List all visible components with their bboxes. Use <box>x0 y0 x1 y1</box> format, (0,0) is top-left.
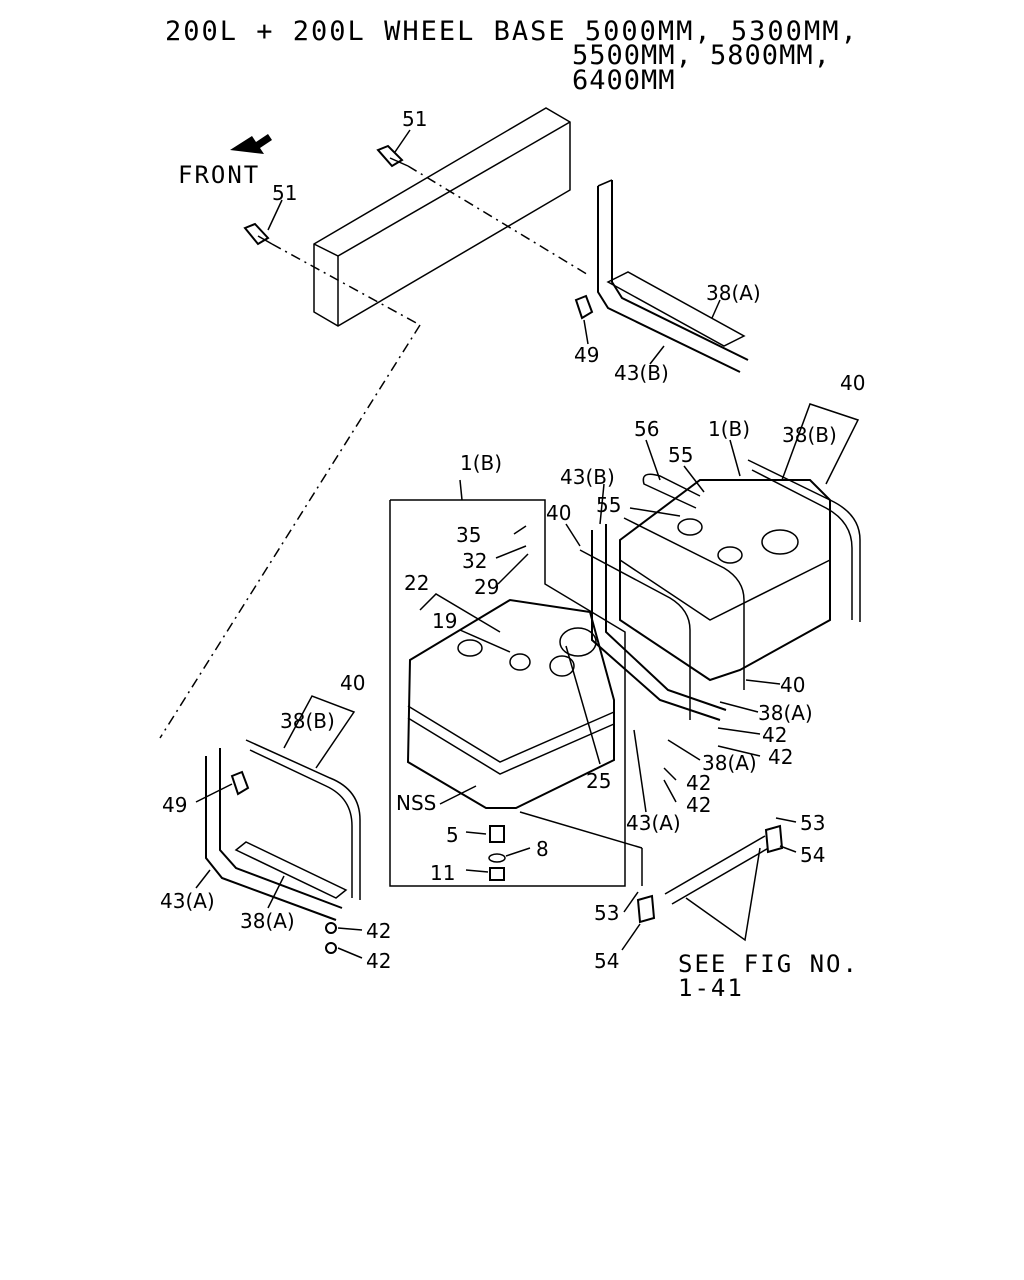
bracket-43B-top <box>597 179 749 373</box>
title-line-1: 200L + 200L WHEEL BASE 5000MM, 5300MM, <box>165 16 859 47</box>
callout-19: 19 <box>432 609 457 633</box>
callout-43B-top: 43(B) <box>614 361 669 385</box>
strap-40-right <box>747 459 861 622</box>
tank-detail-box <box>389 499 626 887</box>
bolt-path-top <box>407 165 591 277</box>
nut-42f <box>325 942 337 954</box>
drain-plug-5 <box>488 825 506 881</box>
callout-5: 5 <box>446 823 459 847</box>
callout-40-mid: 40 <box>546 501 571 525</box>
callout-38A-r2: 38(A) <box>758 701 813 725</box>
callout-42c: 42 <box>686 771 711 795</box>
frame-rail <box>313 107 571 327</box>
callout-38A-left: 38(A) <box>240 909 295 933</box>
callout-38A-r3: 38(A) <box>702 751 757 775</box>
leader-lines <box>195 129 860 959</box>
fuel-line <box>636 824 784 924</box>
callout-42f: 42 <box>366 949 391 973</box>
callout-51-left: 51 <box>272 181 297 205</box>
strap-40-mid <box>579 517 745 720</box>
bolt-path-left <box>271 243 421 326</box>
strap-40-left <box>245 739 361 900</box>
callout-43A-mid: 43(A) <box>626 811 681 835</box>
see-fig-line-2: 1-41 <box>678 974 744 1002</box>
title-line-2: 5500MM, 5800MM, <box>572 40 831 71</box>
bracket-43A-left <box>205 748 348 921</box>
callout-42d: 42 <box>686 793 711 817</box>
callout-43B-mid: 43(B) <box>560 465 615 489</box>
title-line-3: 6400MM <box>572 65 676 96</box>
callout-56: 56 <box>634 417 659 441</box>
callout-32: 32 <box>462 549 487 573</box>
see-fig-line-1: SEE FIG NO. <box>678 950 859 978</box>
callout-49-top: 49 <box>574 343 599 367</box>
callout-NSS: NSS <box>396 791 436 815</box>
callout-8: 8 <box>536 837 549 861</box>
callout-1B-right: 1(B) <box>708 417 750 441</box>
callout-53b: 53 <box>594 901 619 925</box>
callout-55a: 55 <box>668 443 693 467</box>
front-arrow-icon <box>230 134 272 154</box>
see-fig-pointer <box>685 847 761 942</box>
nut-42e <box>325 922 337 934</box>
callout-40-left: 40 <box>340 671 365 695</box>
callout-53a: 53 <box>800 811 825 835</box>
callout-54a: 54 <box>800 843 825 867</box>
callout-42b: 42 <box>768 745 793 769</box>
drain-to-fitting-line <box>519 811 643 849</box>
callout-38A-top: 38(A) <box>706 281 761 305</box>
callout-11: 11 <box>430 861 455 885</box>
callout-42e: 42 <box>366 919 391 943</box>
callout-51-top: 51 <box>402 107 427 131</box>
bolt-51-left <box>243 222 273 246</box>
fuel-tank-right <box>619 479 831 682</box>
bracket-43B-mid <box>591 524 727 721</box>
fuel-tank-left <box>406 598 615 809</box>
callout-1B-box: 1(B) <box>460 451 502 475</box>
nut-49-top <box>574 294 594 320</box>
callout-38B-left: 38(B) <box>280 709 335 733</box>
front-label: FRONT <box>178 161 260 189</box>
bolt-path-long <box>159 324 421 739</box>
callout-35: 35 <box>456 523 481 547</box>
callout-22: 22 <box>404 571 429 595</box>
nut-49-left <box>230 770 250 796</box>
bolt-51-top <box>376 144 409 168</box>
callout-54b: 54 <box>594 949 619 973</box>
callout-55b: 55 <box>596 493 621 517</box>
callout-49-left: 49 <box>162 793 187 817</box>
callout-29: 29 <box>474 575 499 599</box>
callout-38B-right: 38(B) <box>782 423 837 447</box>
callout-40-r2: 40 <box>780 673 805 697</box>
pipe-56 <box>642 473 701 509</box>
callout-25: 25 <box>586 769 611 793</box>
callout-42a: 42 <box>762 723 787 747</box>
callout-43A-left: 43(A) <box>160 889 215 913</box>
callout-40-right: 40 <box>840 371 865 395</box>
